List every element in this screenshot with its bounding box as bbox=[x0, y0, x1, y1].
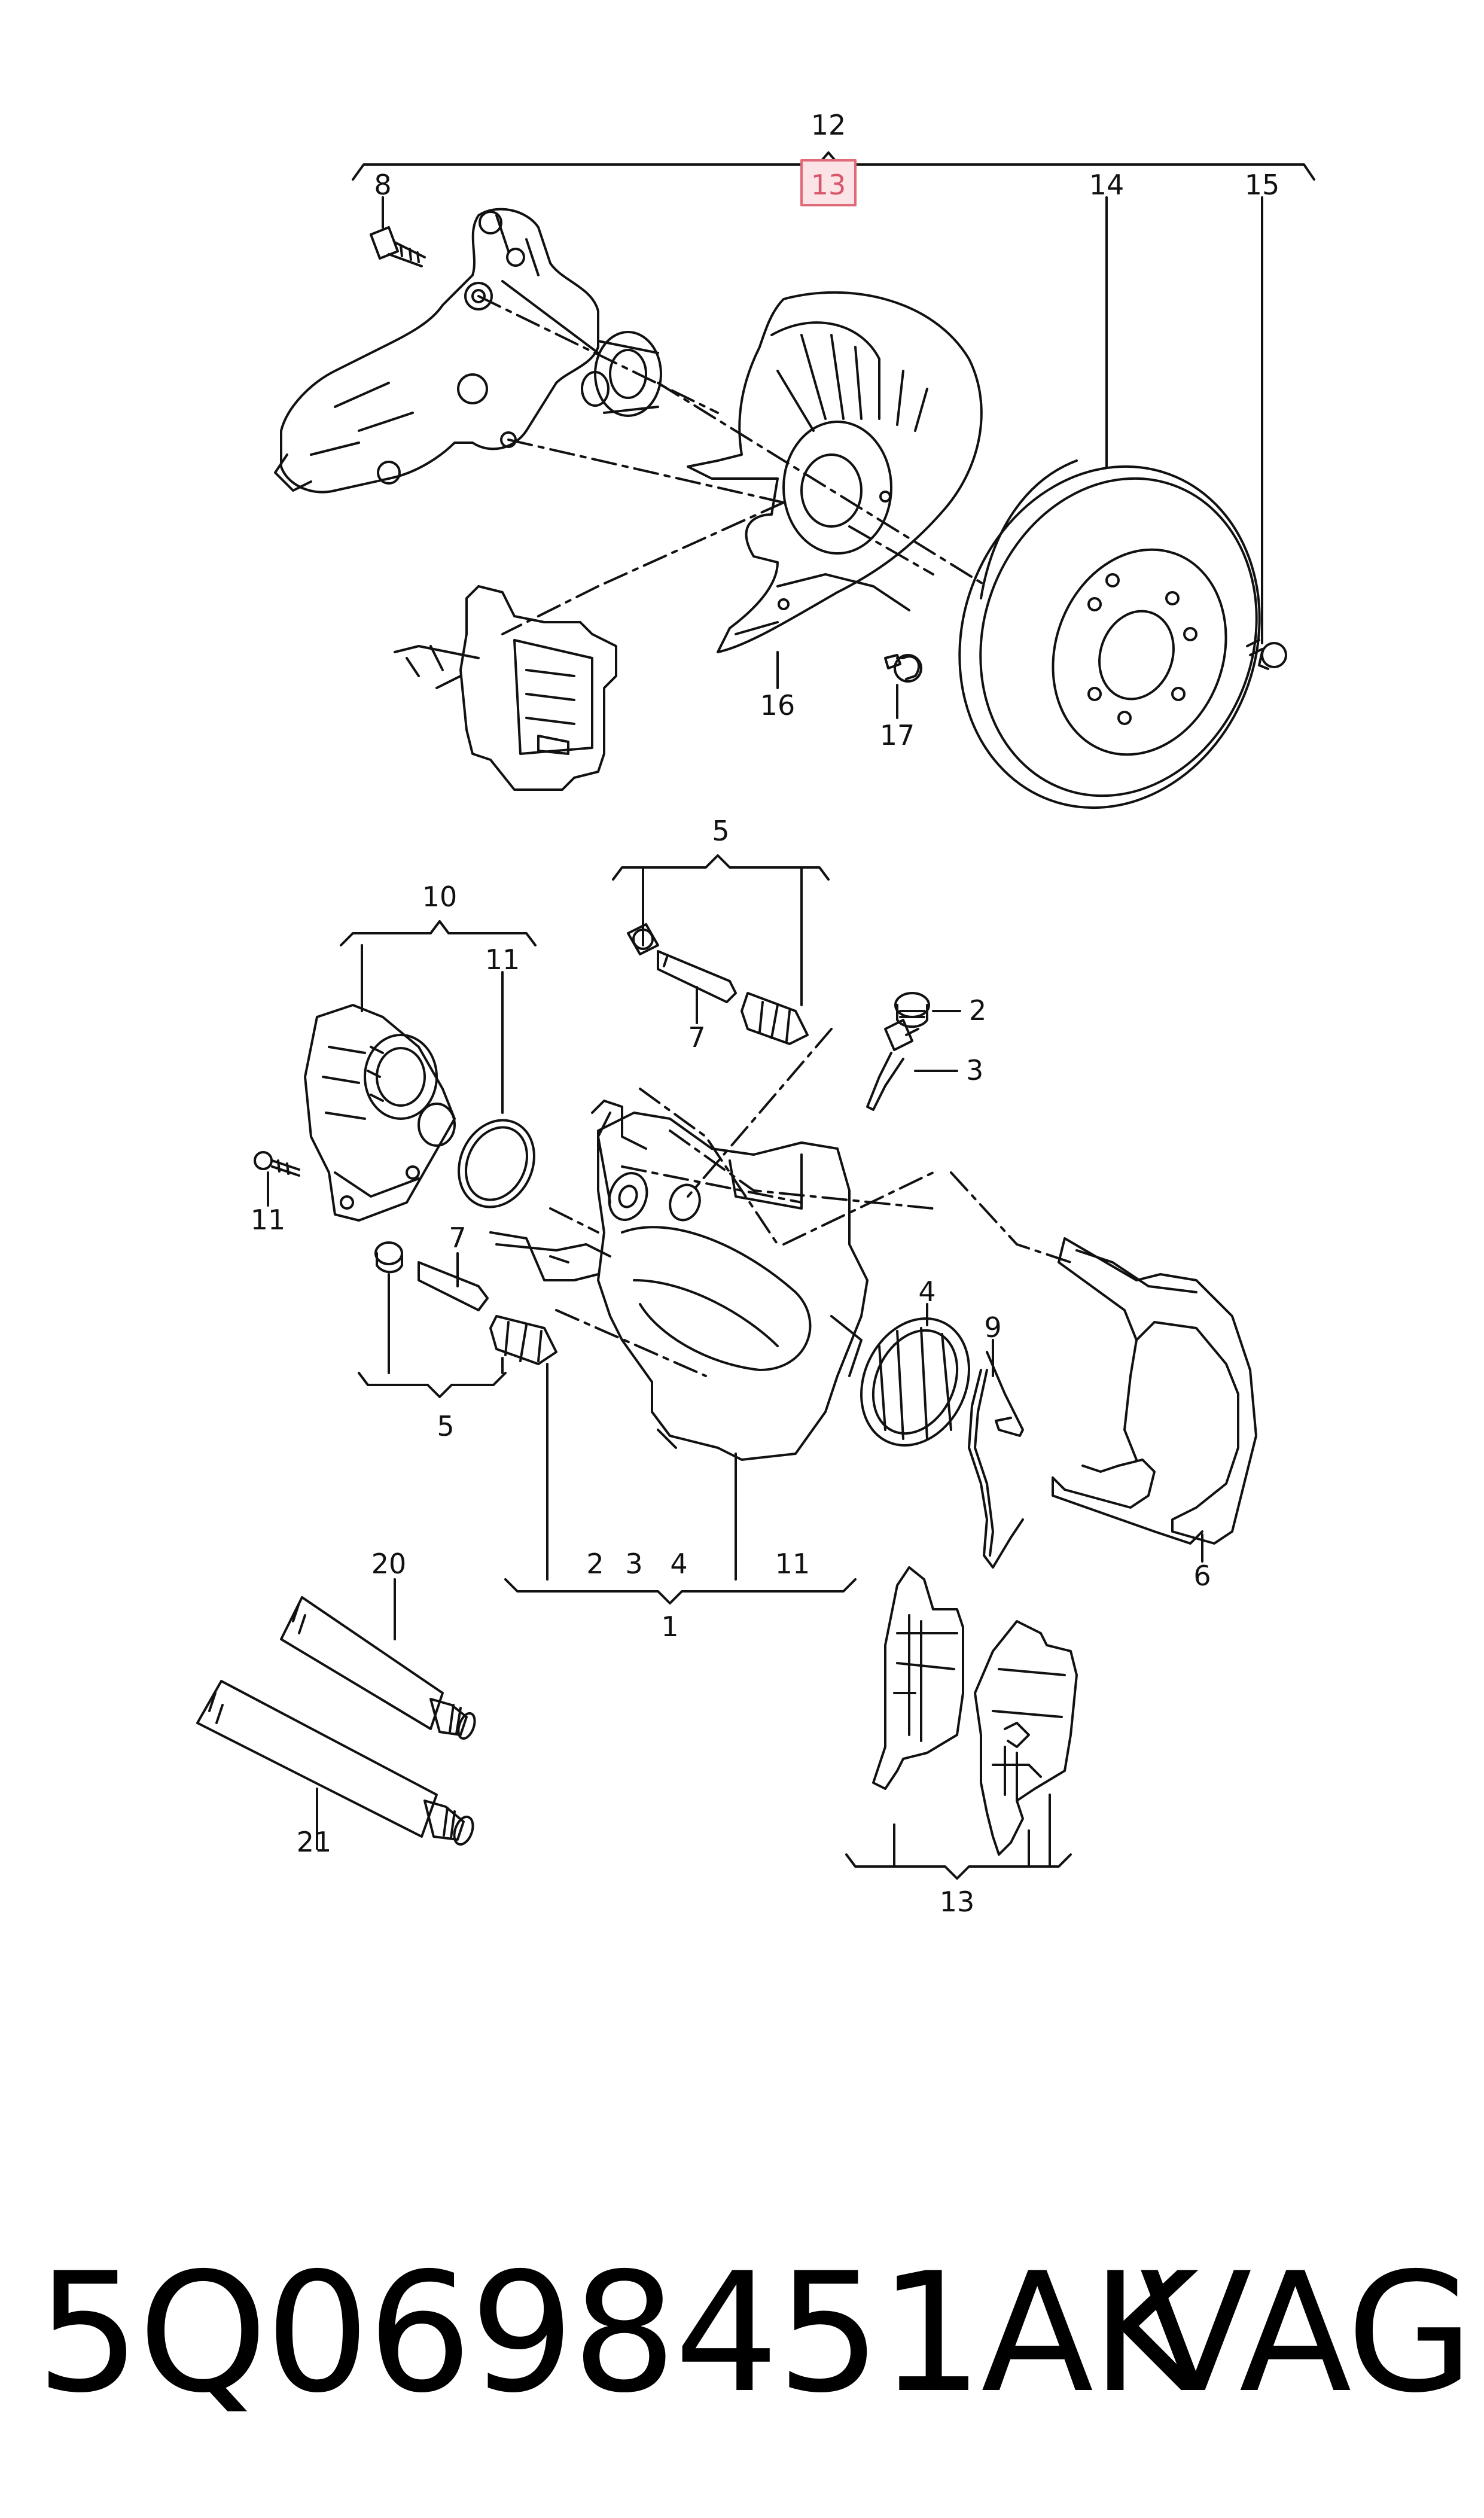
callout-14[interactable]: 14 bbox=[1089, 169, 1125, 201]
part-number: 5Q0698451AK bbox=[36, 2237, 1199, 2429]
callout-6[interactable]: 6 bbox=[1193, 1560, 1211, 1592]
callout-12[interactable]: 12 bbox=[811, 109, 846, 141]
part-caption: 5Q0698451AK VAG bbox=[24, 2237, 1474, 2435]
guide-pin-7-icon bbox=[657, 950, 737, 1003]
callout-4[interactable]: 4 bbox=[918, 1275, 936, 1308]
brake-pad-outer bbox=[974, 1620, 1078, 1856]
axis-lines-middle bbox=[549, 1028, 1072, 1377]
brake-disc bbox=[958, 459, 1261, 809]
parking-brake-motor bbox=[304, 1004, 456, 1222]
seal-ring-11 bbox=[458, 1119, 535, 1208]
callout-11-list[interactable]: 11 bbox=[775, 1548, 810, 1580]
screw-15-icon bbox=[1246, 639, 1287, 670]
callout-7-top[interactable]: 7 bbox=[688, 1021, 705, 1054]
callout-2[interactable]: 2 bbox=[969, 994, 986, 1027]
callout-5-bottom[interactable]: 5 bbox=[437, 1410, 454, 1442]
callout-3-list[interactable]: 3 bbox=[625, 1548, 642, 1580]
callout-3[interactable]: 3 bbox=[966, 1054, 983, 1086]
group-bracket-1 bbox=[504, 1578, 857, 1604]
group-bracket-13 bbox=[845, 1853, 1072, 1880]
bleed-screw-icon bbox=[627, 923, 659, 955]
callout-5-top[interactable]: 5 bbox=[712, 815, 729, 847]
callout-15[interactable]: 15 bbox=[1245, 169, 1280, 201]
callout-7-lower[interactable]: 7 bbox=[449, 1222, 466, 1254]
axis-lines-top bbox=[477, 295, 988, 635]
dust-cap-icon bbox=[894, 992, 930, 1028]
callout-13-bottom[interactable]: 13 bbox=[940, 1886, 975, 1918]
callout-2-list[interactable]: 2 bbox=[586, 1548, 604, 1580]
callout-8[interactable]: 8 bbox=[374, 169, 391, 201]
screw-17-icon bbox=[884, 654, 922, 683]
group-bracket-10 bbox=[340, 920, 537, 946]
bolt-11-icon bbox=[254, 1151, 300, 1177]
callout-16[interactable]: 16 bbox=[760, 689, 796, 721]
callout-11-top[interactable]: 11 bbox=[485, 943, 520, 976]
bleeder-valve-icon bbox=[866, 1019, 919, 1111]
grease-tube-21 bbox=[196, 1680, 474, 1846]
group-bracket-5-bottom bbox=[358, 1372, 507, 1398]
wheel-knuckle bbox=[274, 208, 662, 494]
callout-10[interactable]: 10 bbox=[422, 881, 458, 913]
callout-17[interactable]: 17 bbox=[880, 719, 915, 751]
callout-21[interactable]: 21 bbox=[297, 1826, 332, 1858]
retaining-spring-9 bbox=[968, 1351, 1024, 1569]
guide-boot-icon bbox=[741, 992, 809, 1045]
callout-20[interactable]: 20 bbox=[371, 1548, 407, 1580]
group-bracket-5-top bbox=[612, 854, 830, 881]
callout-13-highlighted[interactable]: 13 bbox=[811, 169, 846, 201]
callout-11-left[interactable]: 11 bbox=[251, 1204, 286, 1236]
brake-pad-inner bbox=[872, 1566, 964, 1790]
splash-shield bbox=[687, 291, 983, 653]
brand-name: VAG bbox=[1139, 2237, 1474, 2429]
bolt-8-icon bbox=[370, 226, 426, 267]
grease-tube-20 bbox=[280, 1596, 476, 1740]
callout-1[interactable]: 1 bbox=[661, 1610, 678, 1643]
caliper-top bbox=[394, 585, 617, 791]
piston-seal-4 bbox=[860, 1317, 970, 1447]
highlighted-callout-box bbox=[800, 159, 857, 206]
callout-4-list[interactable]: 4 bbox=[670, 1548, 687, 1580]
guide-pin-lower-icon bbox=[374, 1241, 557, 1365]
callout-9[interactable]: 9 bbox=[984, 1311, 1001, 1344]
caliper-carrier-6 bbox=[1052, 1237, 1257, 1545]
group-bracket-12 bbox=[352, 151, 1315, 181]
